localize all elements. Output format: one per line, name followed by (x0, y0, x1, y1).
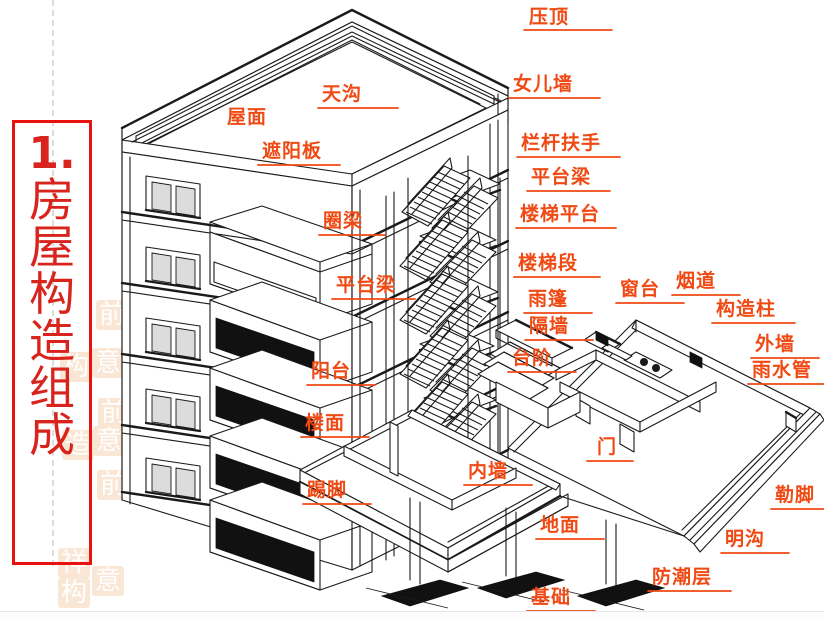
label-wumian: 屋面 (227, 106, 268, 128)
title-char-1: 屋 (29, 220, 75, 275)
label-neiqiang: 内墙 (468, 460, 509, 482)
label-loutipingtai: 楼梯平台 (520, 203, 601, 225)
ground-floor-plan (507, 319, 824, 553)
watermark-stamp: 构 (58, 578, 91, 608)
entrance-steps (477, 318, 581, 429)
page-bottom-edge (0, 611, 824, 620)
label-taijie: 台阶 (512, 347, 553, 369)
title-char-0: 房 (29, 173, 75, 228)
foundations (365, 495, 685, 611)
vertical-dashed-guide (52, 0, 54, 566)
label-yandao: 烟道 (676, 270, 717, 292)
label-pingtailiang1: 平台梁 (531, 166, 592, 188)
label-zheyangban: 遮阳板 (262, 140, 323, 162)
label-lejiao: 勒脚 (775, 484, 816, 506)
title-char-2: 构 (29, 267, 75, 321)
watermark-stamp: 构 (60, 352, 93, 382)
label-pingtailiang2: 平台梁 (336, 274, 397, 296)
label-quanliang: 圈梁 (323, 210, 364, 232)
label-jichu: 基础 (531, 586, 572, 608)
watermark-stamp: 意 (92, 566, 125, 596)
label-tiangou: 天沟 (322, 83, 363, 105)
label-geqiang: 隔墙 (529, 315, 570, 337)
watermark-stamp: 造 (62, 430, 95, 460)
title-char-4: 组 (29, 360, 75, 415)
section-number: 1. (28, 128, 76, 179)
label-fangchaoceng: 防潮层 (652, 566, 713, 588)
label-yupeng: 雨篷 (528, 288, 569, 310)
label-waiqiang: 外墙 (755, 333, 796, 355)
title-char-5: 成 (29, 407, 75, 462)
label-tijiao: 踢脚 (307, 479, 348, 501)
label-nverqiang: 女儿墙 (513, 73, 574, 95)
label-minggou: 明沟 (725, 528, 766, 550)
label-men: 门 (597, 436, 618, 458)
roof-assembly (120, 8, 510, 187)
watermark-stamp: 意 (92, 348, 125, 378)
title-char-3: 造 (29, 313, 75, 368)
label-chuangtai: 窗台 (620, 278, 661, 300)
label-yangtai: 阳台 (311, 360, 352, 382)
label-leader-lines (257, 29, 824, 612)
label-dimian: 地面 (540, 514, 581, 536)
watermark-stamp: 意 (93, 426, 126, 456)
label-langanfushou: 栏杆扶手 (521, 132, 602, 154)
label-yading: 压顶 (529, 6, 570, 28)
label-loumian: 楼面 (305, 412, 346, 434)
label-gouzaozhu: 构造柱 (716, 298, 777, 320)
stair-tower (399, 155, 502, 501)
label-yushuiguan: 雨水管 (752, 359, 813, 381)
facade-windows (144, 175, 202, 502)
section-title-box: 1. 房 屋 构 造 组 成 (12, 120, 92, 565)
label-loutiduan: 楼梯段 (518, 252, 579, 274)
